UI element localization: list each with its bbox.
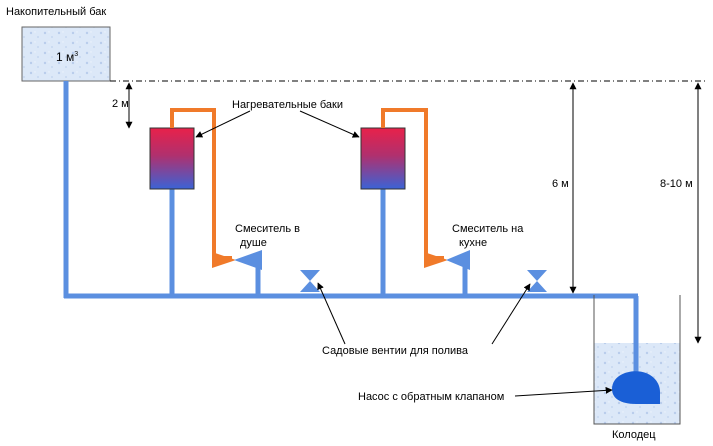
shower-mixer-label-2: душе (240, 237, 267, 249)
storage-tank-label: Накопительный бак (6, 6, 106, 18)
storage-tank (21, 26, 111, 82)
shower-mixer (212, 250, 262, 270)
garden-valves-label: Садовые вентии для полива (322, 345, 469, 357)
heater-tank-2 (360, 127, 406, 190)
kitchen-mixer (424, 250, 470, 270)
kitchen-mixer-label-1: Смеситель на (452, 223, 524, 235)
kitchen-mixer-label-2: кухне (459, 237, 487, 249)
pointer-arrows (195, 110, 613, 397)
well-label: Колодец (612, 429, 656, 441)
pump-label: Насос с обратным клапаном (358, 391, 504, 403)
heater-tank-1 (149, 127, 195, 190)
shower-mixer-label-1: Смеситель в (235, 223, 300, 235)
well (593, 295, 681, 425)
tank-volume-label: 1 м3 (56, 50, 78, 64)
cold-water-pipes (63, 81, 639, 382)
dimension-6m-label: 6 м (552, 178, 569, 190)
dimension-8-10m-label: 8-10 м (660, 178, 693, 190)
heating-tanks-label: Нагревательные баки (232, 99, 343, 111)
garden-valve-2 (527, 270, 547, 292)
tank-volume-superscript: 3 (74, 51, 78, 58)
pump (612, 371, 660, 404)
garden-valve-1 (300, 270, 320, 292)
dimension-2m-label: 2 м (112, 98, 129, 110)
